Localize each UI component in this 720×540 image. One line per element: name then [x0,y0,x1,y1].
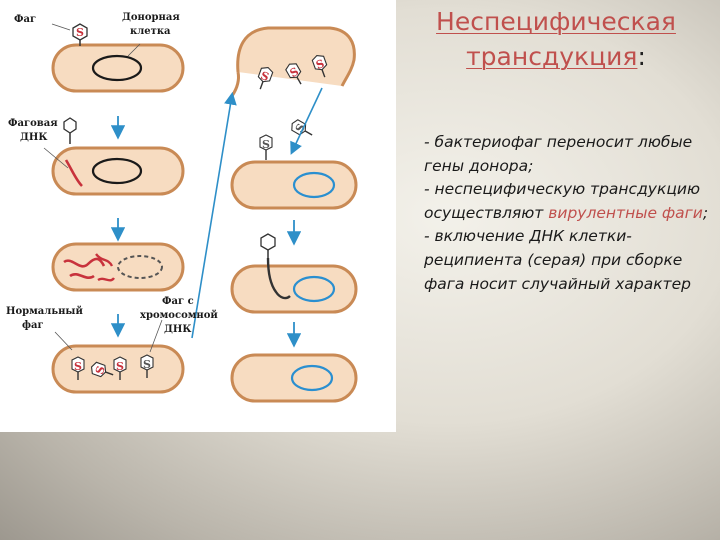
label-phage-dna: Фаговая [8,118,58,129]
transduction-diagram: S S S S S S S S [0,0,396,432]
virulent-phages-text: вирулентные фаги [548,204,703,222]
phage-icon-top: S [73,24,87,46]
label-donor-cell: клетка [130,26,171,37]
donor-cell [53,45,183,91]
degraded-cell [53,244,183,290]
attaching-phage-icon: S [260,135,272,160]
title-line-1: Неспецифическая [436,7,676,36]
body-p2-end: ; [703,204,708,222]
phage-icon-donor-dna [261,234,275,258]
slide-body: - бактериофаг переносит любые гены донор… [424,131,718,296]
pointer-line [52,24,70,30]
label-chromosomal-phage: ДНК [164,324,191,335]
svg-text:S: S [74,360,82,373]
label-chromosomal-phage: Фаг с [162,296,194,307]
svg-text:S: S [116,360,124,373]
burst-cell [232,28,354,96]
recipient-cell-1 [232,162,356,208]
label-phage-dna: ДНК [20,132,47,143]
pointer-line [55,332,72,350]
svg-text:S: S [76,26,84,39]
label-chromosomal-phage: хромосомной [140,310,218,321]
phage-icon-injecting [64,118,76,144]
infected-cell [53,148,183,194]
title-line-2: трансдукция [466,42,637,71]
arrow-icon [292,88,322,152]
body-paragraph-1: - бактериофаг переносит любые гены донор… [424,131,718,178]
label-normal-phage: фаг [22,320,44,331]
label-donor-cell: Донорная [122,12,180,23]
recipient-cell-2 [232,258,356,312]
transduced-cell [232,355,356,401]
title-colon: : [637,42,645,71]
svg-text:S: S [143,358,151,371]
svg-text:S: S [262,138,270,151]
body-paragraph-2: - неспецифическую трансдукцию осуществля… [424,178,718,225]
label-phage: Фаг [14,14,36,25]
slide-title: Неспецифическая трансдукция: [400,4,712,74]
label-normal-phage: Нормальный [6,306,83,317]
arrow-icon [192,95,232,338]
body-paragraph-3: - включение ДНК клетки-реципиента (серая… [424,225,718,296]
